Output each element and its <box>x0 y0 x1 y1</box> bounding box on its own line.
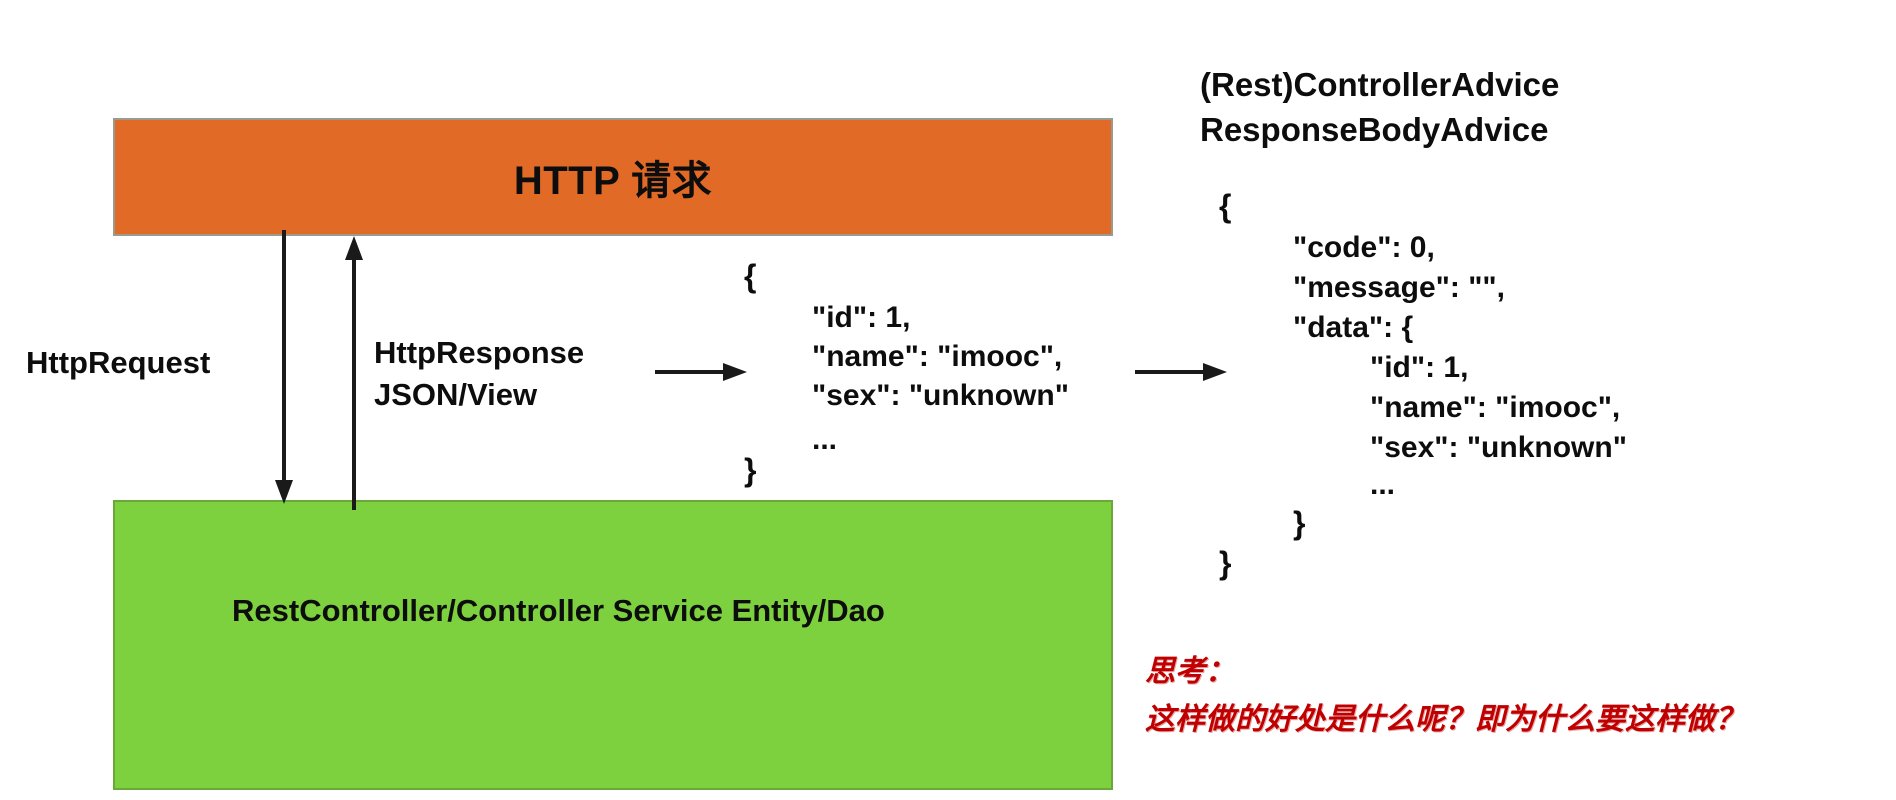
thinking-note: 思考： 这样做的好处是什么呢？即为什么要这样做？ <box>1145 655 1745 736</box>
advice-title: (Rest)ControllerAdvice ResponseBodyAdvic… <box>1200 66 1560 148</box>
http-response-label: HttpResponse JSON/View <box>374 335 585 412</box>
http-request-label: HttpRequest <box>26 345 211 380</box>
right-json-ellipsis: ... <box>1370 468 1396 501</box>
middle-json-open-brace: { <box>744 258 757 294</box>
right-json-close-inner-brace: } <box>1293 505 1306 541</box>
http-box-title: HTTP 请求 <box>513 159 713 203</box>
right-arrow-json-to-advice <box>1135 363 1227 381</box>
up-arrow-response <box>345 236 363 510</box>
right-arrow-response-to-json <box>655 363 747 381</box>
application-layer-box: RestController/Controller Service Entity… <box>113 500 1113 790</box>
middle-json-body: "id": 1, "name": "imooc", "sex": "unknow… <box>812 301 1069 412</box>
layer-box-lines: RestController/Controller Service Entity… <box>232 593 885 628</box>
http-request-box: HTTP 请求 <box>113 118 1113 236</box>
right-json-nested-data: "id": 1, "name": "imooc", "sex": "unknow… <box>1370 351 1627 464</box>
middle-json-close-brace: } <box>744 452 757 488</box>
right-json-open-brace: { <box>1219 188 1232 224</box>
right-json-level1: "code": 0, "message": "", "data": { <box>1293 231 1505 344</box>
middle-json-ellipsis: ... <box>812 423 838 456</box>
right-json-close-outer-brace: } <box>1219 545 1232 581</box>
down-arrow-request <box>275 230 293 504</box>
